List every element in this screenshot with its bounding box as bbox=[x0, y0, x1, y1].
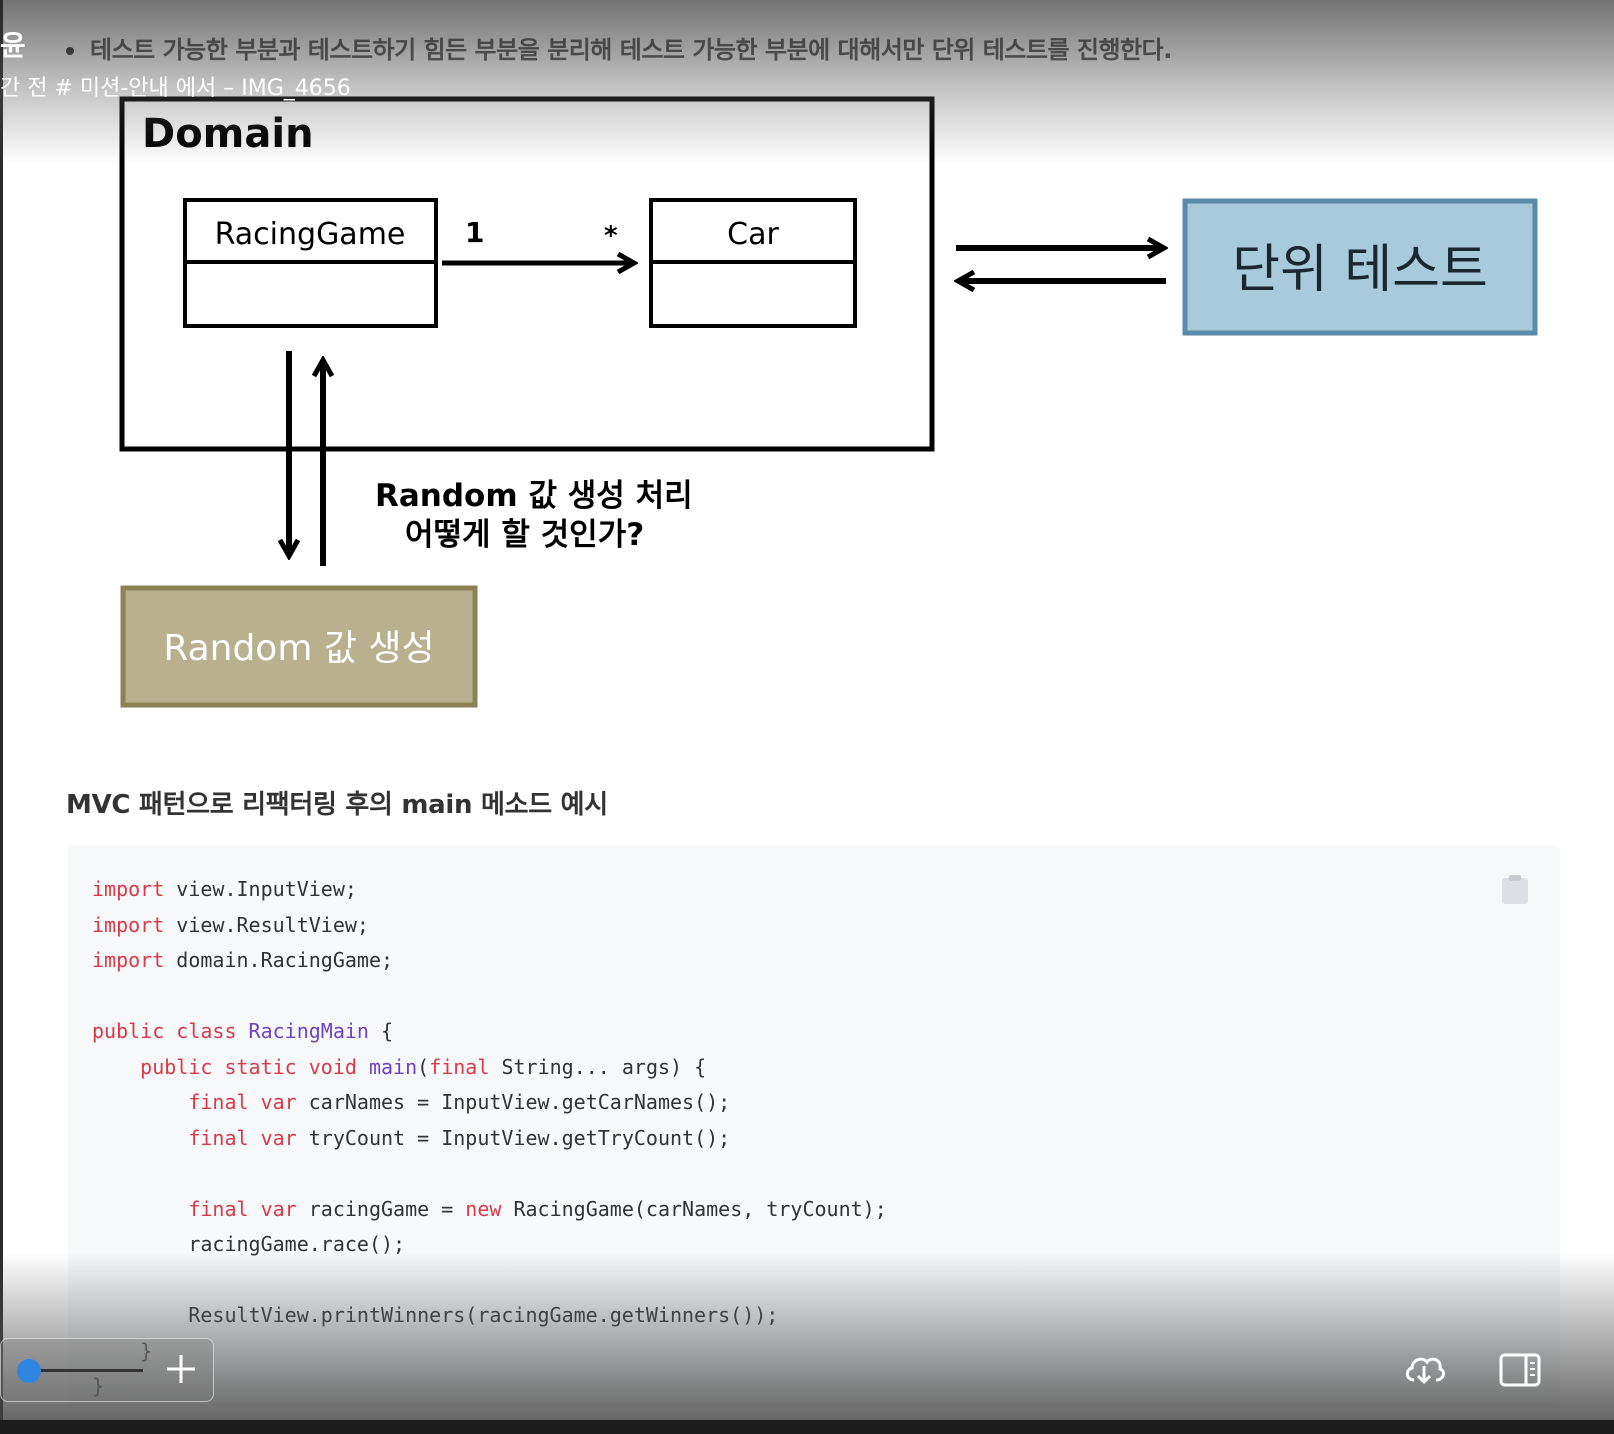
car-label: Car bbox=[727, 217, 779, 252]
code-line: public class RacingMain { bbox=[92, 1019, 394, 1043]
code-block: import view.InputView; import view.Result… bbox=[68, 846, 1560, 1406]
domain-diagram: Domain RacingGame Car 1 * 단위 테스트 Random … bbox=[119, 96, 1538, 708]
code-line: public static void main(final String... … bbox=[140, 1054, 707, 1079]
question-line-1: Random 값 생성 처리 bbox=[375, 478, 693, 514]
code-lines: import view.InputView; import view.Result… bbox=[92, 872, 887, 1405]
post-meta: 간 전 # 미션-안내 에서 – IMG_4656 bbox=[0, 76, 351, 101]
zoom-slider-track[interactable] bbox=[29, 1369, 143, 1372]
sidebar-icon[interactable] bbox=[1498, 1352, 1542, 1388]
code-line: final var racingGame = new RacingGame(ca… bbox=[188, 1196, 887, 1221]
code-line-blank bbox=[92, 1156, 887, 1192]
code-line-blank bbox=[92, 1263, 887, 1299]
multiplicity-one: 1 bbox=[465, 216, 484, 249]
car-class: Car bbox=[649, 198, 857, 328]
code-line: import view.InputView; bbox=[92, 877, 357, 901]
random-box bbox=[120, 585, 478, 708]
bullet-text: 테스트 가능한 부분과 테스트하기 힘든 부분을 분리해 테스트 가능한 부분에… bbox=[66, 30, 1172, 65]
zoom-slider-thumb[interactable] bbox=[17, 1359, 41, 1383]
code-line: racingGame.race(); bbox=[188, 1232, 406, 1256]
code-line: final var tryCount = InputView.getTryCou… bbox=[188, 1125, 731, 1150]
code-line-blank bbox=[92, 979, 887, 1015]
racing-game-class: RacingGame bbox=[183, 198, 438, 328]
bullet-dot bbox=[66, 47, 74, 55]
domain-label: Domain bbox=[142, 111, 314, 157]
code-line: final var carNames = InputView.getCarNam… bbox=[188, 1090, 731, 1114]
copy-icon[interactable] bbox=[1500, 874, 1530, 904]
code-line: ResultView.printWinners(racingGame.getWi… bbox=[188, 1303, 779, 1327]
question-line-2: 어떻게 할 것인가? bbox=[405, 517, 644, 553]
unit-test-box bbox=[1182, 198, 1538, 336]
zoom-plus-icon[interactable] bbox=[163, 1351, 199, 1387]
multiplicity-many: * bbox=[604, 221, 618, 251]
author-name: 윤 bbox=[0, 29, 26, 62]
code-line: import domain.RacingGame; bbox=[92, 948, 394, 972]
racing-game-label: RacingGame bbox=[215, 217, 406, 252]
window-left-edge bbox=[0, 0, 3, 1434]
unit-test-label: 단위 테스트 bbox=[1232, 240, 1488, 300]
zoom-control bbox=[0, 1338, 214, 1402]
cloud-download-icon[interactable] bbox=[1402, 1350, 1446, 1390]
bottom-strip bbox=[0, 1420, 1614, 1434]
code-line: import view.ResultView; bbox=[92, 912, 369, 937]
section-heading: MVC 패턴으로 리팩터링 후의 main 메소드 예시 bbox=[66, 790, 608, 820]
random-label: Random 값 생성 bbox=[163, 628, 434, 669]
